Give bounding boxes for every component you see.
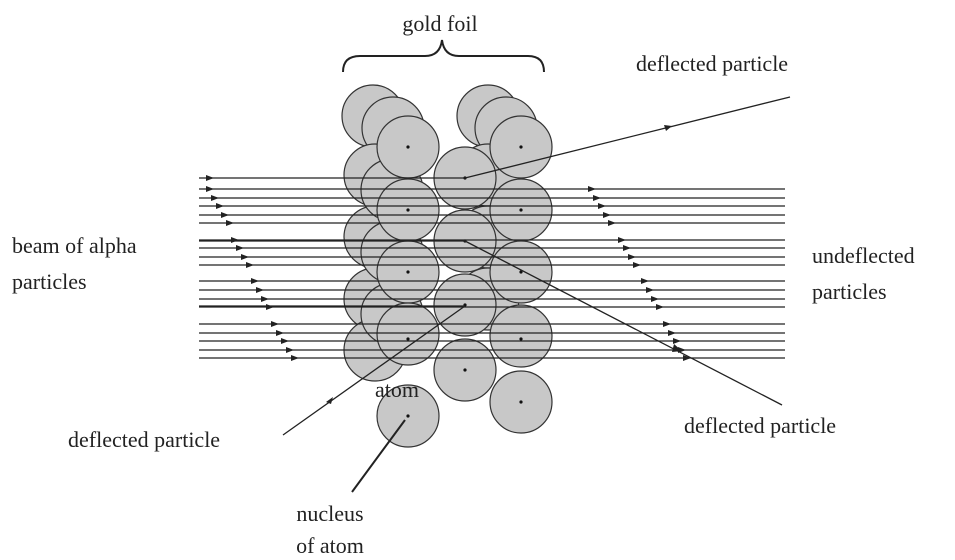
beam-arrowhead — [271, 321, 279, 327]
atom-nucleus — [519, 208, 523, 212]
nucleus-label-line2: of atom — [296, 533, 364, 558]
atom-nucleus — [463, 368, 467, 372]
deflected-arrowhead — [664, 125, 672, 131]
beam-label-line2: particles — [12, 269, 87, 294]
beam-arrowhead — [216, 203, 224, 209]
beam-arrowhead — [291, 355, 299, 361]
gold-atoms — [341, 84, 553, 448]
beam-arrowhead — [608, 220, 616, 226]
atom-label: atom — [375, 377, 419, 402]
beam-arrowhead — [618, 237, 626, 243]
beam-arrowhead — [593, 195, 601, 201]
atom-nucleus — [519, 337, 523, 341]
deflected-particle-left-label: deflected particle — [68, 427, 221, 452]
beam-arrowhead — [623, 245, 631, 251]
beam-arrowhead — [603, 212, 611, 218]
beam-arrowhead — [276, 330, 284, 336]
pointer-lines — [351, 419, 406, 493]
beam-arrowhead — [598, 203, 606, 209]
beam-arrowhead — [206, 175, 214, 181]
beam-arrowhead — [256, 287, 264, 293]
gold-atom — [489, 304, 553, 368]
beam-arrowhead — [628, 254, 636, 260]
beam-arrowhead — [286, 347, 294, 353]
deflected-arrowhead — [672, 344, 682, 352]
atom-nucleus — [406, 337, 410, 341]
alpha-beams — [199, 96, 791, 436]
atom-nucleus — [519, 145, 523, 149]
deflected-ray-left — [282, 305, 466, 436]
beam-arrowhead — [663, 321, 671, 327]
deflected-ray-right — [464, 240, 783, 406]
beam-arrowhead — [261, 296, 269, 302]
nucleus-label-line1: nucleus — [296, 501, 364, 526]
atom-nucleus — [406, 414, 410, 418]
undeflected-label-line2: particles — [812, 279, 887, 304]
nucleus-pointer-line — [351, 419, 406, 493]
beam-arrowhead — [211, 195, 219, 201]
beam-arrowhead — [246, 262, 254, 268]
gold-foil-brace-path — [342, 39, 545, 73]
beam-arrowhead — [236, 245, 244, 251]
beam-arrowhead — [646, 287, 654, 293]
beam-arrowhead — [251, 278, 259, 284]
beam-arrowhead — [231, 237, 239, 243]
beam-label-line1: beam of alpha — [12, 233, 137, 258]
beam-arrowhead — [633, 262, 641, 268]
beam-arrowhead — [651, 296, 659, 302]
beam-arrowhead — [673, 338, 681, 344]
deflected-particle-top-label: deflected particle — [636, 51, 789, 76]
beam-arrowhead — [206, 186, 214, 192]
beam-arrowhead — [281, 338, 289, 344]
beam-arrowhead — [266, 304, 274, 310]
atom-nucleus — [406, 208, 410, 212]
atom-nucleus — [406, 145, 410, 149]
beam-arrowhead — [226, 220, 234, 226]
undeflected-label-line1: undeflected — [812, 243, 915, 268]
beam-arrowhead — [221, 212, 229, 218]
beam-arrowhead — [641, 278, 649, 284]
beam-arrowhead — [588, 186, 596, 192]
beam-arrowhead — [683, 355, 691, 361]
beam-arrowhead — [656, 304, 664, 310]
gold-foil-brace — [342, 39, 545, 73]
deflected-arrowhead — [326, 397, 333, 404]
beam-arrowhead — [241, 254, 249, 260]
gold-atom — [376, 302, 440, 366]
deflected-particle-right-label: deflected particle — [684, 413, 837, 438]
beam-arrowhead — [668, 330, 676, 336]
gold-foil-label: gold foil — [402, 11, 478, 36]
atom-nucleus — [519, 270, 523, 274]
atom-nucleus — [519, 400, 523, 404]
atom-nucleus — [406, 270, 410, 274]
deflected-ray-top — [464, 96, 791, 179]
